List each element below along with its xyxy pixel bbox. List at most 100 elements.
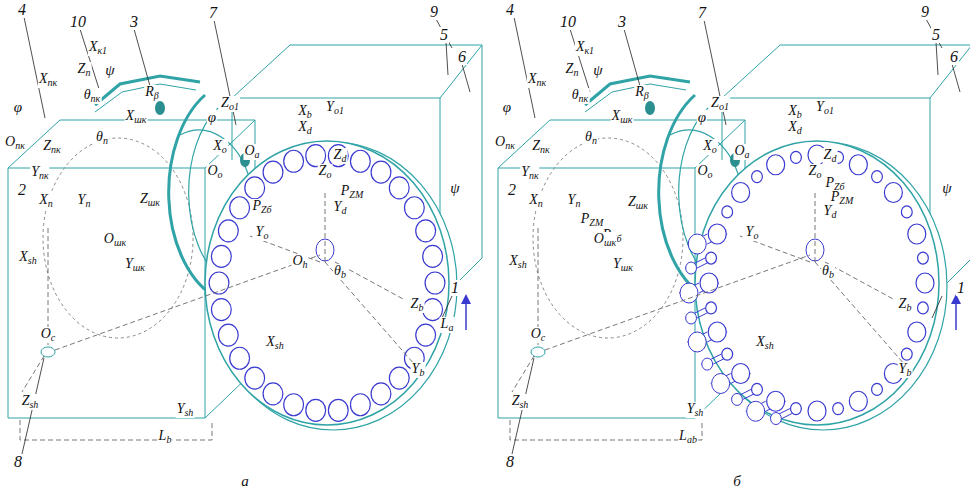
workpiece-socket (245, 177, 265, 199)
workpiece-socket (263, 161, 283, 183)
axis-symbol: Oшк (103, 232, 127, 248)
axis-symbol: φ (13, 100, 23, 115)
axis-line (825, 262, 895, 300)
callout-number: 10 (69, 14, 87, 30)
axis-symbol: Zпк (42, 139, 61, 155)
axis-symbol: Xb (787, 104, 803, 120)
base-point (41, 347, 55, 357)
axis-symbol: Yo1 (325, 100, 345, 116)
disk-face (695, 141, 939, 425)
axis-symbol: Oa (243, 144, 260, 160)
axis-symbol: Xn (528, 193, 544, 209)
rotation-arc (180, 130, 250, 180)
axis-symbol: Yшк (612, 257, 634, 273)
workpiece-socket (700, 273, 718, 293)
leader-line (446, 42, 448, 75)
workpiece-socket (732, 182, 750, 202)
axis-symbol: φ (697, 110, 707, 125)
rotation-arrow (955, 300, 957, 330)
column-top (232, 45, 482, 98)
workpiece-socket (872, 171, 883, 183)
axis-symbol: Zn (565, 62, 580, 78)
workpiece-socket (416, 324, 436, 346)
callout-number: 7 (208, 5, 218, 21)
axis-symbol: Xпк (527, 72, 547, 88)
axis-symbol: б (732, 474, 742, 489)
workpiece-socket (752, 171, 763, 183)
axis-symbol: Oo (696, 164, 713, 180)
axis-symbol: Yo1 (815, 100, 835, 116)
axis-symbol: Xк1 (575, 40, 595, 56)
axis-symbol: Oшк (593, 232, 617, 248)
axis-symbol: Yn (567, 193, 582, 209)
axis-line (510, 420, 702, 440)
axis-symbol: Xd (297, 120, 313, 136)
callout-number: 2 (17, 182, 27, 198)
base-point (531, 347, 545, 357)
axis-symbol: La (440, 317, 455, 333)
pin-end (702, 358, 713, 370)
leader-line (24, 17, 45, 118)
workpiece-socket (218, 324, 238, 346)
workpiece-socket (901, 348, 912, 360)
rotation-arrow (465, 300, 467, 330)
workpiece-socket (389, 177, 409, 199)
pin-end (688, 332, 706, 352)
leader-line (936, 42, 938, 75)
axis-symbol: Xo (702, 139, 718, 155)
workpiece-socket (404, 197, 424, 219)
pin-end (771, 413, 782, 425)
workpiece-socket (350, 150, 370, 172)
workpiece-socket (918, 252, 929, 264)
axis-symbol: ψ (104, 63, 115, 78)
workpiece-socket (284, 150, 304, 172)
workpiece-socket (918, 302, 929, 314)
workpiece-socket (284, 394, 304, 416)
workpiece-socket (416, 220, 436, 242)
workpiece-socket (245, 367, 265, 389)
workpiece-socket (767, 391, 785, 411)
callout-number: 5 (931, 27, 941, 43)
bracket-arm (95, 84, 196, 112)
axis-symbol: Xsh (755, 335, 774, 351)
axis-symbol: Xшк (125, 109, 148, 125)
pin-end (747, 401, 765, 421)
axis-symbol: Xb (297, 104, 313, 120)
workpiece-socket (732, 364, 750, 384)
axis-symbol: Oo (206, 164, 223, 180)
axis-line (325, 190, 326, 262)
workpiece-socket (791, 151, 802, 163)
leader-line (436, 19, 452, 48)
arrowhead (461, 294, 471, 304)
axis-symbol: PZM (340, 184, 364, 200)
axis-symbol: Xd (787, 120, 803, 136)
workpiece-socket (209, 272, 229, 294)
column-top (722, 45, 970, 98)
pin-end (712, 374, 730, 394)
workpiece-socket (423, 245, 443, 267)
axis-symbol: Rβ (634, 85, 650, 101)
workpiece-socket (706, 252, 717, 264)
workpiece-socket (306, 399, 326, 421)
axis-symbol: Xsh (18, 250, 37, 266)
axis-symbol: Xsh (265, 335, 284, 351)
callout-number: 7 (697, 5, 707, 21)
workpiece-socket (328, 399, 348, 421)
pin-end (686, 262, 697, 274)
axis-symbol: Xo (212, 139, 228, 155)
panel-illustration (8, 17, 482, 454)
callout-number: 4 (505, 2, 515, 18)
workpiece-socket (371, 383, 391, 405)
workpiece-socket (211, 245, 231, 267)
workpiece-socket (752, 383, 763, 395)
workpiece-socket (872, 383, 883, 395)
callout-number: 4 (17, 2, 27, 18)
workpiece-socket (230, 197, 250, 219)
axis-symbol: Zsh (21, 394, 40, 410)
leader-line (926, 19, 942, 48)
axis-symbol: Xшк (611, 109, 634, 125)
axis-symbol: Zsh (511, 394, 530, 410)
leader-line (134, 29, 150, 86)
axis-symbol: Zd (333, 148, 348, 164)
